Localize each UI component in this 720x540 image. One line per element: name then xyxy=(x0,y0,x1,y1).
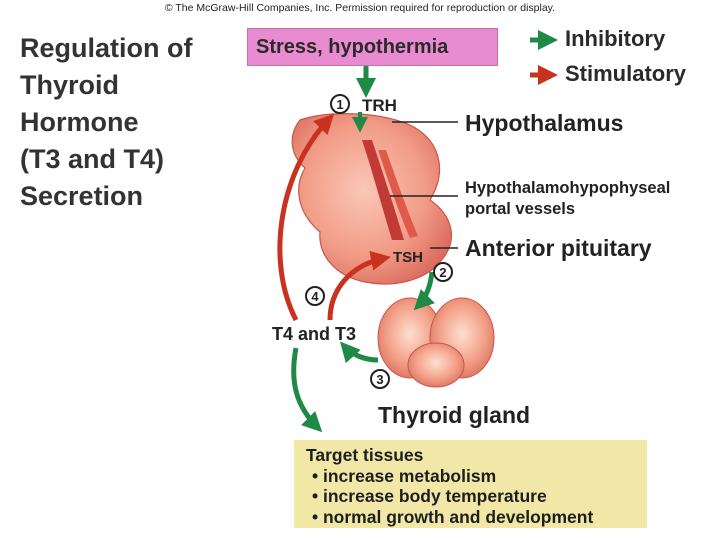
trh-label: TRH xyxy=(362,96,397,115)
target-effect-item: • increase metabolism xyxy=(312,465,497,486)
target-effect-item: • normal growth and development xyxy=(312,506,594,527)
diagram-title: Regulation of Thyroid Hormone (T3 and T4… xyxy=(20,30,192,215)
step-2-marker: 2 xyxy=(433,262,453,282)
feedback-to-pituitary-arrow xyxy=(327,250,391,321)
hypothalamus-label: Hypothalamus xyxy=(465,110,624,136)
thyroid-to-hormone-arrow xyxy=(340,341,379,364)
legend-inhibitory-label: Inhibitory xyxy=(565,26,666,51)
portal-vessels-label: Hypothalamohypophyseal portal vessels xyxy=(465,178,670,220)
step-1-marker: 1 xyxy=(330,94,350,114)
thyroid-gland-label: Thyroid gland xyxy=(378,402,531,428)
portal-vessels-line: portal vessels xyxy=(465,200,576,218)
tsh-label: TSH xyxy=(393,249,423,266)
title-line: Secretion xyxy=(20,181,144,211)
tsh-to-thyroid-arrow xyxy=(413,271,435,311)
portal-vessels-line: Hypothalamohypophyseal xyxy=(465,179,671,197)
t4-t3-label: T4 and T3 xyxy=(272,324,357,344)
hormone-to-target-arrow xyxy=(291,347,323,433)
thyroid-gland-shape xyxy=(377,297,495,388)
step-3-marker: 3 xyxy=(370,369,390,389)
anterior-pituitary-label: Anterior pituitary xyxy=(465,235,652,261)
target-tissues-box: Target tissues • increase metabolism • i… xyxy=(294,440,647,528)
portal-vessels-shape xyxy=(362,140,404,240)
stimulus-box: Stress, hypothermia xyxy=(247,28,498,66)
portal-vessels-shape-2 xyxy=(378,150,418,238)
title-line: Hormone xyxy=(20,107,139,137)
step-4-marker: 4 xyxy=(305,286,325,306)
target-effect-item: • increase body temperature xyxy=(312,486,547,506)
legend-stimulatory-label: Stimulatory xyxy=(565,61,687,86)
title-line: (T3 and T4) xyxy=(20,144,165,174)
target-tissues-heading: Target tissues xyxy=(306,445,424,465)
hypothalamus-shape xyxy=(291,113,453,285)
title-line: Regulation of xyxy=(20,33,193,63)
title-line: Thyroid xyxy=(20,70,119,100)
copyright-notice: © The McGraw-Hill Companies, Inc. Permis… xyxy=(164,2,556,14)
feedback-to-hypothalamus-arrow xyxy=(277,113,335,322)
